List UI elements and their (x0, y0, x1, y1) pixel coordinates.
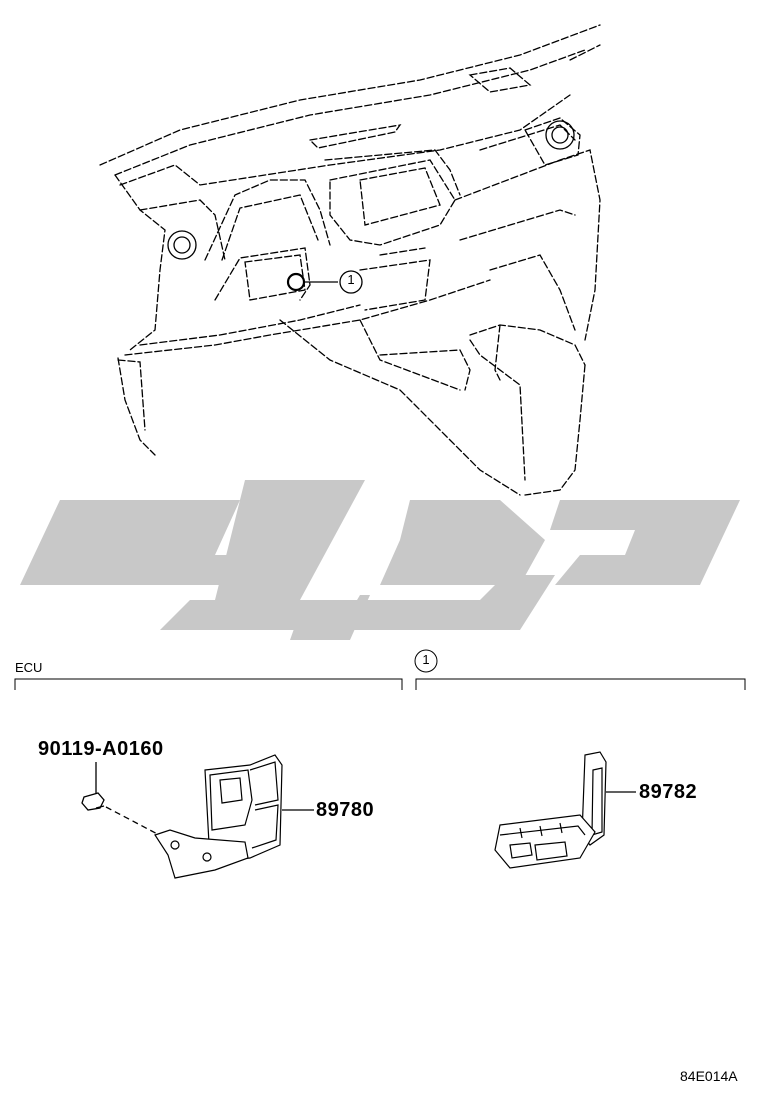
ecu-section-label: ECU (15, 660, 43, 675)
dashboard-illustration (99, 24, 601, 496)
right-vent-icon (545, 120, 575, 150)
bracket-illustration (154, 754, 314, 879)
section-callout-number: 1 (422, 652, 430, 667)
section-brackets (14, 649, 746, 690)
part-number-bracket[interactable]: 89780 (316, 799, 375, 821)
left-vent-icon (167, 230, 197, 260)
watermark-logo (20, 480, 740, 640)
ecu-location-marker (286, 270, 363, 294)
bolt-icon (81, 792, 105, 811)
part-number-bolt[interactable]: 90119-A0160 (38, 738, 164, 760)
diagram-code: 84E014A (680, 1068, 738, 1084)
callout-number: 1 (347, 272, 355, 287)
part-number-ecu[interactable]: 89782 (639, 781, 698, 803)
callout-circle-icon (339, 270, 363, 294)
bolt-illustration (81, 762, 166, 839)
callout-section-bracket (415, 678, 746, 690)
vent-icons (167, 120, 575, 260)
ecu-section-bracket (14, 678, 403, 690)
location-ring-icon (286, 272, 306, 292)
ecu-illustration (494, 751, 636, 869)
section-callout-circle-icon (414, 649, 438, 673)
